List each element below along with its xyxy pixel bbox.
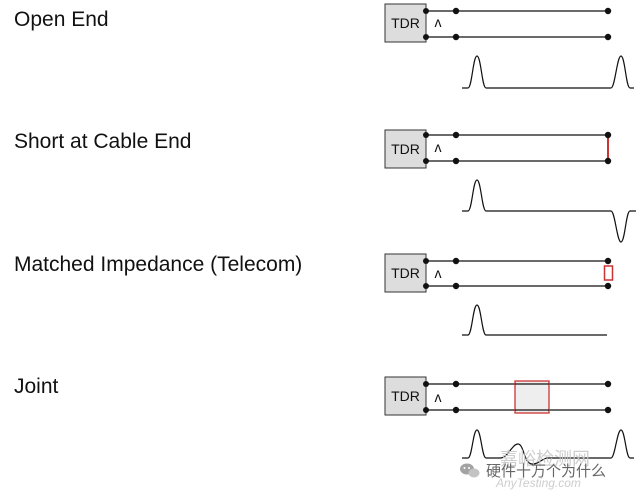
cable-diagram-open: TDR ʌ xyxy=(384,3,634,89)
tdr-box-label: TDR xyxy=(391,265,420,281)
node-dot xyxy=(423,34,429,40)
tdr-box xyxy=(384,376,427,416)
tdr-box xyxy=(384,253,427,293)
node-dot xyxy=(452,282,460,290)
tdr-box-label: TDR xyxy=(391,388,420,404)
node-dot xyxy=(452,7,460,15)
termination-resistor xyxy=(603,265,614,281)
node-dot xyxy=(604,406,612,414)
node-dot xyxy=(452,257,460,265)
node-dot xyxy=(452,157,460,165)
node-dot xyxy=(604,157,612,165)
tdr-waveform-joint xyxy=(462,429,634,465)
pulse-glyph: ʌ xyxy=(435,14,442,30)
node-dot xyxy=(423,158,429,164)
pulse-glyph: ʌ xyxy=(435,389,442,405)
pulse-glyph: ʌ xyxy=(435,139,442,155)
wechat-icon xyxy=(460,463,480,478)
node-dot xyxy=(423,8,429,14)
tdr-box-label: TDR xyxy=(391,141,420,157)
node-dot xyxy=(423,407,429,413)
watermark-site-cn: 嘉峪检测网 xyxy=(500,449,590,469)
node-dot xyxy=(423,132,429,138)
cable-diagram-short: TDR ʌ xyxy=(384,129,636,243)
node-dot xyxy=(604,380,612,388)
watermark-text: 硬件十万个为什么 xyxy=(486,463,606,480)
node-dot xyxy=(604,257,612,265)
node-dot xyxy=(604,282,612,290)
node-dot xyxy=(452,406,460,414)
case-label-joint: Joint xyxy=(14,375,59,398)
watermark: 嘉峪检测网 AnyTesting.com 硬件十万个为什么 xyxy=(460,449,606,490)
pulse-glyph: ʌ xyxy=(435,265,442,281)
watermark-site-en: AnyTesting.com xyxy=(495,476,581,490)
tdr-box xyxy=(384,129,427,169)
node-dot xyxy=(604,131,612,139)
case-label-short: Short at Cable End xyxy=(14,130,192,153)
node-dot xyxy=(604,33,612,41)
node-dot xyxy=(423,381,429,387)
node-dot xyxy=(452,380,460,388)
node-dot xyxy=(423,283,429,289)
tdr-waveform-matched xyxy=(462,304,607,336)
node-dot xyxy=(452,131,460,139)
joint-box xyxy=(514,380,550,414)
tdr-box-label: TDR xyxy=(391,15,420,31)
tdr-box xyxy=(384,3,427,43)
node-dot xyxy=(604,7,612,15)
cable-diagram-joint: TDR ʌ xyxy=(384,376,634,465)
tdr-waveform-open xyxy=(462,55,634,89)
node-dot xyxy=(423,258,429,264)
case-label-matched: Matched Impedance (Telecom) xyxy=(14,253,303,276)
cable-diagram-matched: TDR ʌ xyxy=(384,253,614,336)
node-dot xyxy=(452,33,460,41)
tdr-waveform-short xyxy=(462,179,636,243)
case-label-open-end: Open End xyxy=(14,8,109,31)
